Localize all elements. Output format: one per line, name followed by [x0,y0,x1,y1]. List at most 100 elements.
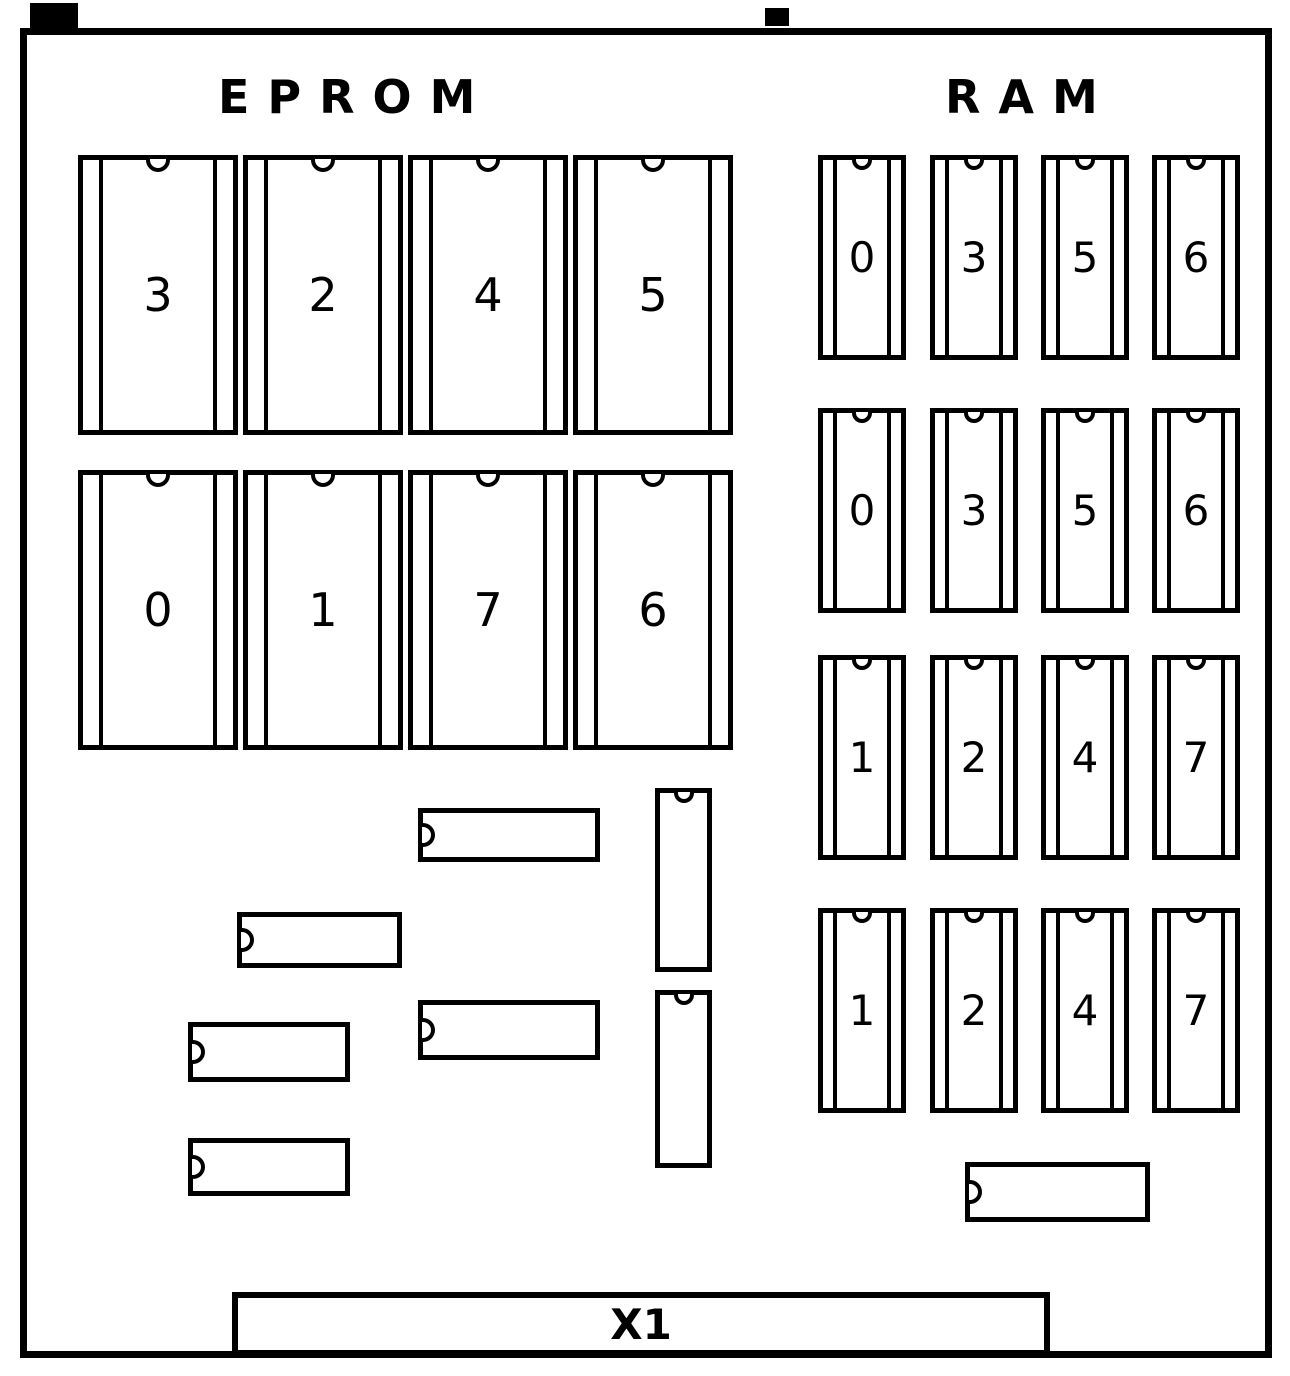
chip-label: 0 [848,486,876,535]
ram-chip: 7 [1152,655,1240,860]
pin-rail-right [378,475,382,745]
eprom-chip: 5 [573,155,733,435]
eprom-chip: 1 [243,470,403,750]
pin-rail-left [99,160,103,430]
pin-rail-left [833,660,837,855]
pin-rail-left [945,660,949,855]
chip-notch [1075,159,1095,170]
chip-notch [964,912,984,923]
chip-notch [1186,659,1206,670]
pin-rail-right [1110,913,1114,1108]
pin-rail-right [999,913,1003,1108]
pin-rail-right [887,660,891,855]
chip-notch [964,412,984,423]
pin-rail-left [945,160,949,355]
pin-rail-right [1110,413,1114,608]
ram-chip: 6 [1152,155,1240,360]
pin-rail-left [945,913,949,1108]
chip-notch [241,928,254,952]
ram-chip: 4 [1041,908,1129,1113]
pin-rail-right [1110,660,1114,855]
chip-notch [969,1180,982,1204]
chip-notch [852,659,872,670]
pin-rail-left [1056,160,1060,355]
chip-notch [673,792,694,803]
chip-label: 6 [1182,233,1210,282]
chip-label: 2 [960,733,988,782]
chip-label: 5 [1071,486,1099,535]
ram-chip: 5 [1041,155,1129,360]
chip-notch [641,159,665,172]
eprom-chip: 0 [78,470,238,750]
pin-rail-left [1056,413,1060,608]
chip-notch [641,474,665,487]
chip-notch [852,912,872,923]
chip-notch [476,159,500,172]
chip-label: 4 [1071,733,1099,782]
ram-chip: 2 [930,908,1018,1113]
pin-rail-right [1110,160,1114,355]
chip-notch [1186,412,1206,423]
logic-chip [655,788,712,972]
chip-label: 1 [308,583,338,637]
chip-label: 0 [848,233,876,282]
eprom-chip: 7 [408,470,568,750]
chip-label: 0 [143,583,173,637]
pin-rail-right [708,475,712,745]
ram-chip: 1 [818,655,906,860]
pin-rail-left [264,475,268,745]
pin-rail-left [945,413,949,608]
chip-notch [422,823,435,847]
ram-chip: 0 [818,155,906,360]
pin-rail-right [1221,913,1225,1108]
chip-label: 4 [473,268,503,322]
ram-chip: 6 [1152,408,1240,613]
logic-chip [965,1162,1150,1222]
chip-label: 3 [960,233,988,282]
registration-mark [765,8,789,26]
pin-rail-right [1221,660,1225,855]
chip-notch [1075,412,1095,423]
chip-notch [964,159,984,170]
ram-chip: 3 [930,155,1018,360]
pin-rail-left [99,475,103,745]
logic-chip [188,1022,350,1082]
chip-label: 2 [308,268,338,322]
chip-label: 4 [1071,986,1099,1035]
eprom-chip: 4 [408,155,568,435]
pin-rail-left [594,475,598,745]
chip-label: 7 [1182,986,1210,1035]
eprom-chip: 6 [573,470,733,750]
pin-rail-right [887,413,891,608]
connector-x1: X1 [232,1292,1050,1356]
eprom-chip: 2 [243,155,403,435]
connector-label: X1 [610,1299,672,1349]
pin-rail-left [1167,913,1171,1108]
pin-rail-right [999,660,1003,855]
pin-rail-left [1167,413,1171,608]
pin-rail-right [1221,413,1225,608]
pin-rail-right [213,475,217,745]
pin-rail-right [1221,160,1225,355]
pin-rail-right [999,413,1003,608]
chip-label: 5 [638,268,668,322]
chip-notch [1186,159,1206,170]
pin-rail-left [1167,160,1171,355]
chip-notch [192,1040,205,1064]
chip-label: 5 [1071,233,1099,282]
chip-notch [476,474,500,487]
ram-chip: 3 [930,408,1018,613]
pin-rail-right [213,160,217,430]
pin-rail-right [378,160,382,430]
chip-label: 1 [848,733,876,782]
chip-notch [964,659,984,670]
chip-notch [852,159,872,170]
chip-notch [673,994,694,1005]
ram-chip: 2 [930,655,1018,860]
logic-chip [418,808,600,862]
chip-notch [422,1018,435,1042]
chip-label: 6 [638,583,668,637]
pin-rail-left [1056,660,1060,855]
chip-notch [146,474,170,487]
